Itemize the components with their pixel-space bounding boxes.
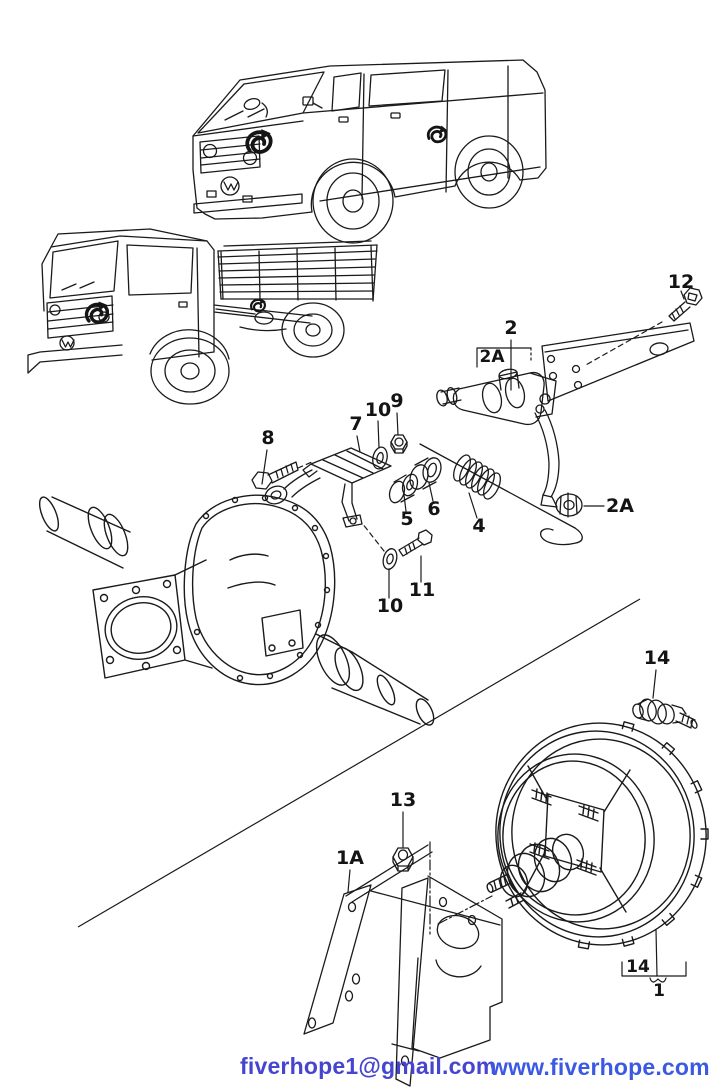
part-label-5: 5 — [400, 508, 413, 530]
part-label-10-upper: 10 — [365, 399, 391, 421]
part-label-4: 4 — [472, 515, 485, 537]
part-label-13: 13 — [390, 789, 416, 811]
part-label-8: 8 — [261, 427, 274, 449]
part-label-2a-side: 2A — [606, 495, 634, 517]
section-divider-line — [77, 598, 641, 928]
van-regulator-highlight — [426, 123, 450, 144]
part-label-7: 7 — [349, 413, 362, 435]
part-label-9: 9 — [390, 390, 403, 412]
booster-valve-part — [632, 698, 698, 729]
footer-website-link[interactable]: www.fiverhope.com — [490, 1054, 710, 1080]
part-labels: 12 2 2A 2A 8 7 10 9 5 6 4 10 11 14 13 1A… — [261, 271, 694, 1001]
rear-axle-illustration — [38, 494, 435, 726]
brake-booster-illustration — [486, 721, 709, 950]
van-illustration — [192, 59, 547, 244]
part-label-1: 1 — [653, 981, 665, 1001]
brake-regulator-assembly — [419, 287, 703, 546]
lever-and-fasteners — [251, 434, 442, 570]
part-label-10-lower: 10 — [377, 595, 403, 617]
truck-illustration — [27, 228, 378, 405]
part-label-14-valve: 14 — [644, 647, 670, 669]
part-label-2a-top: 2A — [480, 347, 506, 367]
part-label-6: 6 — [427, 498, 440, 520]
part-label-12: 12 — [668, 271, 694, 293]
part-label-14-bottom: 14 — [626, 957, 650, 977]
truck-booster-highlight — [82, 298, 113, 326]
mounting-bracket-illustration — [303, 844, 503, 1087]
callout-lines — [261, 290, 687, 983]
footer-email-link[interactable]: fiverhope1@gmail.com — [240, 1053, 497, 1079]
part-label-11: 11 — [409, 579, 435, 601]
part-label-1a: 1A — [336, 847, 364, 869]
part-label-2: 2 — [504, 317, 517, 339]
